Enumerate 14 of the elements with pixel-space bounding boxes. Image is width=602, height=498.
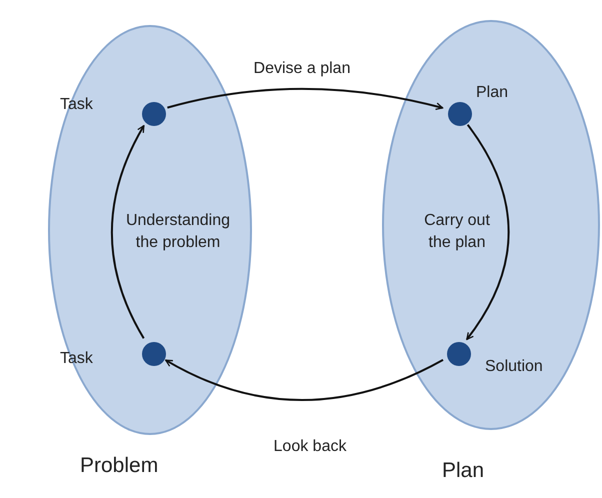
edge-label: Devise a plan: [252, 59, 352, 79]
set-label: Plan: [442, 458, 484, 484]
edge-label: Look back: [272, 437, 348, 457]
curved-arrow: [466, 124, 510, 340]
point-label: Task: [60, 95, 93, 115]
set-label: Problem: [80, 453, 158, 479]
edge-label: Carry out the plan: [423, 211, 491, 253]
curved-arrow: [167, 88, 444, 110]
point-label: Plan: [476, 83, 508, 103]
curved-arrow: [110, 125, 145, 339]
edge-label: Understanding the problem: [124, 211, 232, 253]
point-label: Task: [60, 349, 93, 369]
point-label: Solution: [485, 357, 543, 377]
curved-arrow: [165, 358, 444, 401]
